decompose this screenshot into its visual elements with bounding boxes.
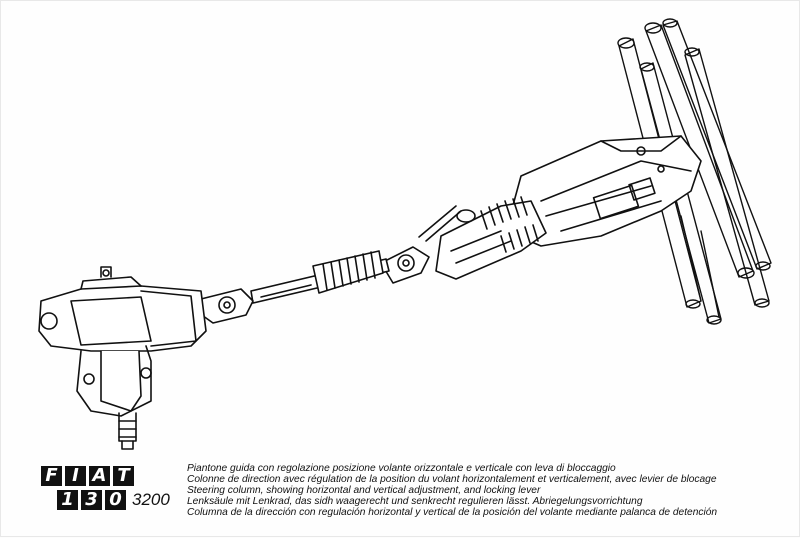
logo-letter: F	[41, 466, 62, 486]
middle-universal-joint	[380, 246, 430, 284]
caption-spanish: Columna de la dirección con regulación h…	[187, 507, 718, 518]
steering-wheel-spokes	[617, 18, 772, 325]
column-upper-housing	[505, 135, 702, 247]
fiat-letters: F I A T	[41, 466, 134, 486]
multilingual-caption: Piantone guida con regolazione posizione…	[187, 463, 787, 518]
caption-italian: Piantone guida con regolazione posizione…	[187, 463, 616, 474]
model-number-letters: 1 3 0	[57, 490, 126, 510]
logo-digit: 3	[81, 490, 102, 510]
bellows-section	[418, 196, 547, 280]
fiat-130-logo: F I A T 1 3 0 3200	[37, 466, 170, 514]
lower-universal-joint	[198, 288, 254, 324]
caption-french: Colonne de direction avec régulation de …	[187, 474, 717, 485]
steering-box	[38, 266, 207, 450]
caption-english: Steering column, showing horizontal and …	[187, 485, 541, 496]
logo-letter: A	[89, 466, 110, 486]
model-variant: 3200	[132, 490, 170, 509]
logo-letter: I	[65, 466, 86, 486]
logo-letter: T	[113, 466, 134, 486]
caption-german: Lenksäule mit Lenkrad, das sidh waagerec…	[187, 496, 643, 507]
logo-digit: 0	[105, 490, 126, 510]
logo-digit: 1	[57, 490, 78, 510]
lower-shaft	[250, 250, 390, 304]
